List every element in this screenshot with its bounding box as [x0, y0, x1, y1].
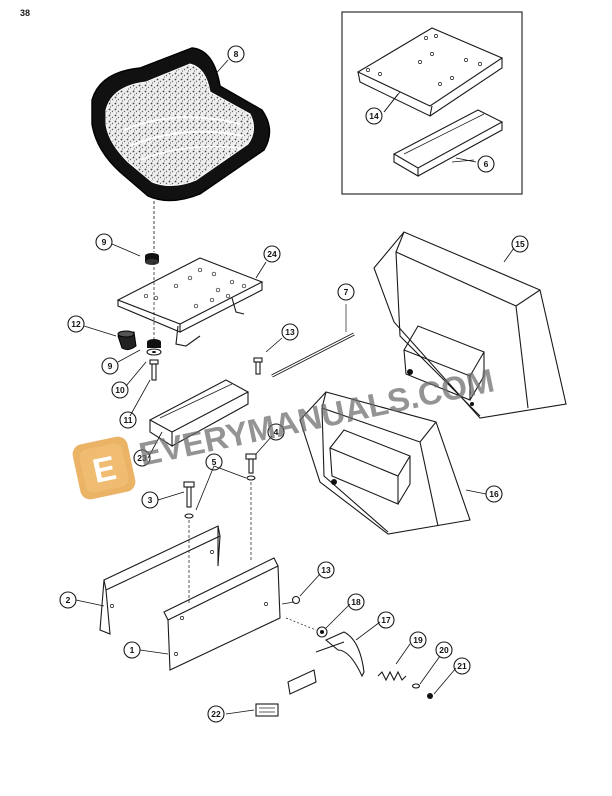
inset-detail-box: [341, 11, 523, 195]
leader-lines: [75, 59, 515, 715]
callout-label: 21: [457, 661, 467, 671]
callout-label: 6: [484, 159, 489, 169]
spring-19: [377, 670, 407, 682]
callout-10: 10: [111, 381, 129, 399]
callout-label: 14: [369, 111, 379, 121]
callout-9: 9: [95, 233, 113, 251]
storage-tray: [148, 379, 250, 448]
callout-label: 23: [137, 453, 147, 463]
callout-21: 21: [453, 657, 471, 675]
callout-8: 8: [227, 45, 245, 63]
callout-label: 17: [381, 615, 391, 625]
washer-18: [285, 617, 328, 638]
callout-9: 9: [101, 357, 119, 375]
callout-7: 7: [337, 283, 355, 301]
washer-20: [411, 683, 421, 689]
callout-19: 19: [409, 631, 427, 649]
callout-label: 1: [130, 645, 135, 655]
pin-21: [427, 693, 433, 699]
bolt-3: [183, 481, 195, 519]
screw-13-lower: [281, 595, 301, 605]
callout-label: 16: [489, 489, 499, 499]
callout-label: 18: [351, 597, 361, 607]
callout-18: 18: [347, 593, 365, 611]
bracket-1: [163, 557, 281, 671]
decal-22: [255, 703, 279, 717]
callout-label: 22: [211, 709, 221, 719]
spacer-and-bolt: [146, 339, 162, 381]
screw-13-upper: [253, 357, 263, 375]
watermark-text: EVERYMANUALS.COM: [136, 361, 498, 472]
callout-label: 12: [71, 319, 81, 329]
callout-15: 15: [511, 235, 529, 253]
rubber-bumper-top: [145, 253, 159, 265]
callout-label: 2: [66, 595, 71, 605]
seat-mounting-plate: [116, 257, 264, 347]
callout-23: 23: [133, 449, 151, 467]
callout-11: 11: [119, 411, 137, 429]
page-number: 38: [20, 8, 31, 18]
callout-17: 17: [377, 611, 395, 629]
callout-label: 5: [212, 457, 217, 467]
callout-4: 4: [267, 423, 285, 441]
callout-label: 13: [285, 327, 295, 337]
callout-13: 13: [317, 561, 335, 579]
callout-label: 9: [108, 361, 113, 371]
callout-5: 5: [205, 453, 223, 471]
callout-label: 8: [234, 49, 239, 59]
latch-lever: [287, 631, 365, 695]
callout-label: 20: [439, 645, 449, 655]
callout-22: 22: [207, 705, 225, 723]
callout-label: 4: [274, 427, 279, 437]
callout-13: 13: [281, 323, 299, 341]
callout-16: 16: [485, 485, 503, 503]
seat-cushion: [91, 47, 271, 202]
callout-label: 7: [344, 287, 349, 297]
callout-20: 20: [435, 641, 453, 659]
long-rod: [271, 304, 355, 378]
callout-24: 24: [263, 245, 281, 263]
callout-label: 19: [413, 635, 423, 645]
callout-label: 15: [515, 239, 525, 249]
watermark: E EVERYMANUALS.COM: [72, 361, 498, 500]
bracket-2: [99, 525, 221, 635]
watermark-logo: E: [72, 436, 136, 500]
side-panel-15: [373, 231, 567, 419]
seat-plate-inset: [356, 27, 504, 117]
tray-inset: [392, 109, 504, 177]
callout-14: 14: [365, 107, 383, 125]
callout-2: 2: [59, 591, 77, 609]
callout-label: 11: [124, 415, 133, 425]
side-panel-16: [299, 391, 471, 535]
callout-label: 10: [115, 385, 125, 395]
callout-1: 1: [123, 641, 141, 659]
callout-3: 3: [141, 491, 159, 509]
callout-12: 12: [67, 315, 85, 333]
callout-label: 24: [267, 249, 277, 259]
callout-label: 3: [148, 495, 153, 505]
bolt-4: [245, 453, 257, 481]
callout-label: 9: [102, 237, 107, 247]
rubber-bumper-12: [117, 330, 137, 351]
callout-label: 13: [321, 565, 331, 575]
callout-6: 6: [477, 155, 495, 173]
